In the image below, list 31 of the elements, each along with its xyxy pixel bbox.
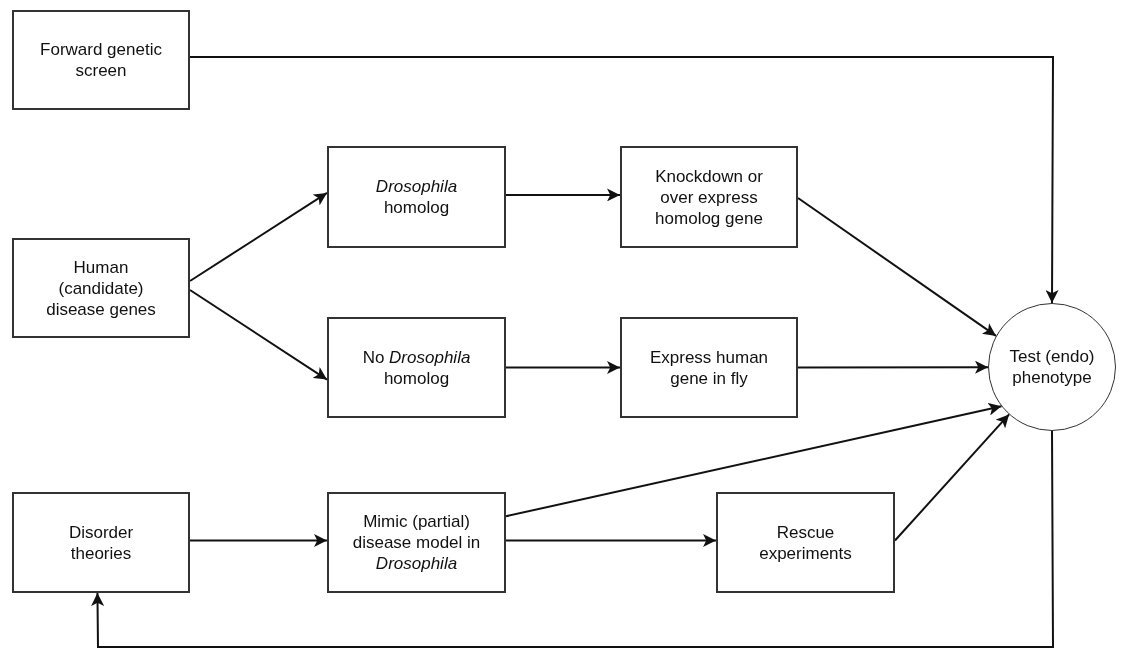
node-label: Express human gene in fly bbox=[648, 346, 770, 389]
node-label: No Drosophila homolog bbox=[361, 346, 472, 389]
arrow bbox=[189, 191, 328, 282]
arrow bbox=[894, 413, 1011, 542]
arrow bbox=[189, 534, 328, 547]
node-label: Disorder theories bbox=[67, 521, 135, 564]
arrow bbox=[189, 289, 328, 381]
process-box bbox=[12, 10, 190, 110]
process-box bbox=[620, 317, 798, 418]
process-box bbox=[716, 492, 895, 593]
process-box bbox=[12, 238, 190, 338]
node-label: Test (endo) phenotype bbox=[1008, 346, 1096, 388]
process-box bbox=[327, 492, 506, 593]
process-box bbox=[12, 492, 190, 593]
node-label: Human (candidate) disease genes bbox=[45, 256, 157, 320]
node-label: Mimic (partial) disease model in Drosophila bbox=[351, 511, 482, 574]
arrow bbox=[505, 402, 1003, 518]
arrow bbox=[189, 56, 1059, 304]
arrow bbox=[797, 197, 998, 337]
arrow bbox=[505, 361, 621, 374]
process-box bbox=[327, 146, 506, 248]
node-label: Forward genetic screen bbox=[39, 39, 163, 81]
arrow bbox=[797, 360, 989, 374]
node-label: Rescue experiments bbox=[758, 521, 853, 564]
arrow bbox=[91, 430, 1054, 648]
process-box bbox=[620, 146, 798, 248]
arrow bbox=[505, 534, 717, 547]
node-label: Knockdown or over express homolog gene bbox=[654, 165, 764, 229]
arrow bbox=[505, 188, 621, 202]
process-box bbox=[327, 317, 506, 418]
node-label: Drosophila homolog bbox=[374, 176, 459, 218]
